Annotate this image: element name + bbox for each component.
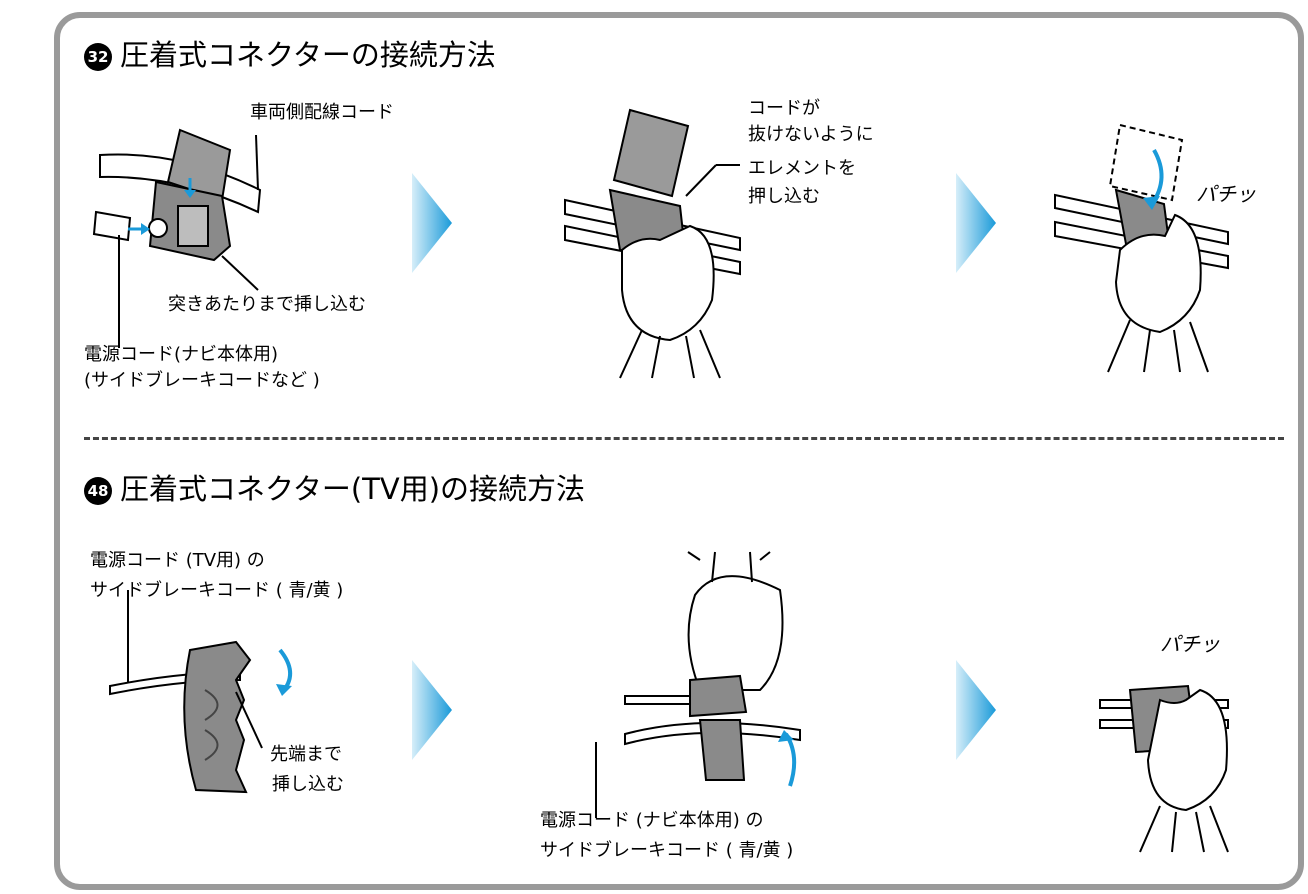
- tip-label-line1: 先端まで: [270, 744, 342, 765]
- tv-pliers-figure-2: [1099, 684, 1229, 853]
- element-label-line2: 抜けないように: [748, 124, 874, 145]
- step-arrow-3: [412, 660, 452, 760]
- snap-sound-label-1: パチッ: [1196, 182, 1256, 206]
- navi-cord-label-line1: 電源コード (ナビ本体用) の: [540, 810, 764, 831]
- section-divider: [84, 437, 1284, 440]
- section2-title: 48 圧着式コネクター(TV用)の接続方法: [84, 472, 585, 506]
- step-arrow-2: [956, 173, 996, 273]
- tv-cord-label-line2: サイドブレーキコード ( 青/黄 ): [90, 580, 344, 601]
- section2-number-badge: 48: [84, 477, 112, 505]
- tv-pliers-figure-1: [595, 551, 801, 818]
- step-arrow-1: [412, 173, 452, 273]
- power-cord-label-line2: (サイドブレーキコードなど ): [84, 370, 320, 391]
- tip-label-line2: 挿し込む: [272, 774, 344, 795]
- element-label-line3: エレメントを: [748, 158, 856, 179]
- connector-figure-1: [92, 128, 262, 348]
- tv-cord-label-line1: 電源コード (TV用) の: [90, 550, 265, 571]
- element-label-line4: 押し込む: [748, 186, 820, 207]
- section1-title-text: 圧着式コネクターの接続方法: [120, 38, 496, 72]
- power-cord-label-line1: 電源コード(ナビ本体用): [84, 344, 279, 365]
- section1-title: 32 圧着式コネクターの接続方法: [84, 38, 496, 72]
- section1-number-badge: 32: [84, 43, 112, 71]
- vehicle-cord-label: 車両側配線コード: [250, 102, 394, 123]
- insert-fully-label: 突きあたりまで挿し込む: [168, 294, 366, 315]
- pliers-figure-2: [1054, 123, 1229, 373]
- section2-title-text: 圧着式コネクター(TV用)の接続方法: [120, 472, 586, 506]
- snap-sound-label-2: パチッ: [1160, 632, 1220, 656]
- tv-connector-figure-1: [109, 590, 263, 794]
- step-arrow-4: [956, 660, 996, 760]
- element-label-line1: コードが: [748, 98, 820, 119]
- pliers-figure-1: [564, 108, 741, 379]
- navi-cord-label-line2: サイドブレーキコード ( 青/黄 ): [540, 840, 794, 861]
